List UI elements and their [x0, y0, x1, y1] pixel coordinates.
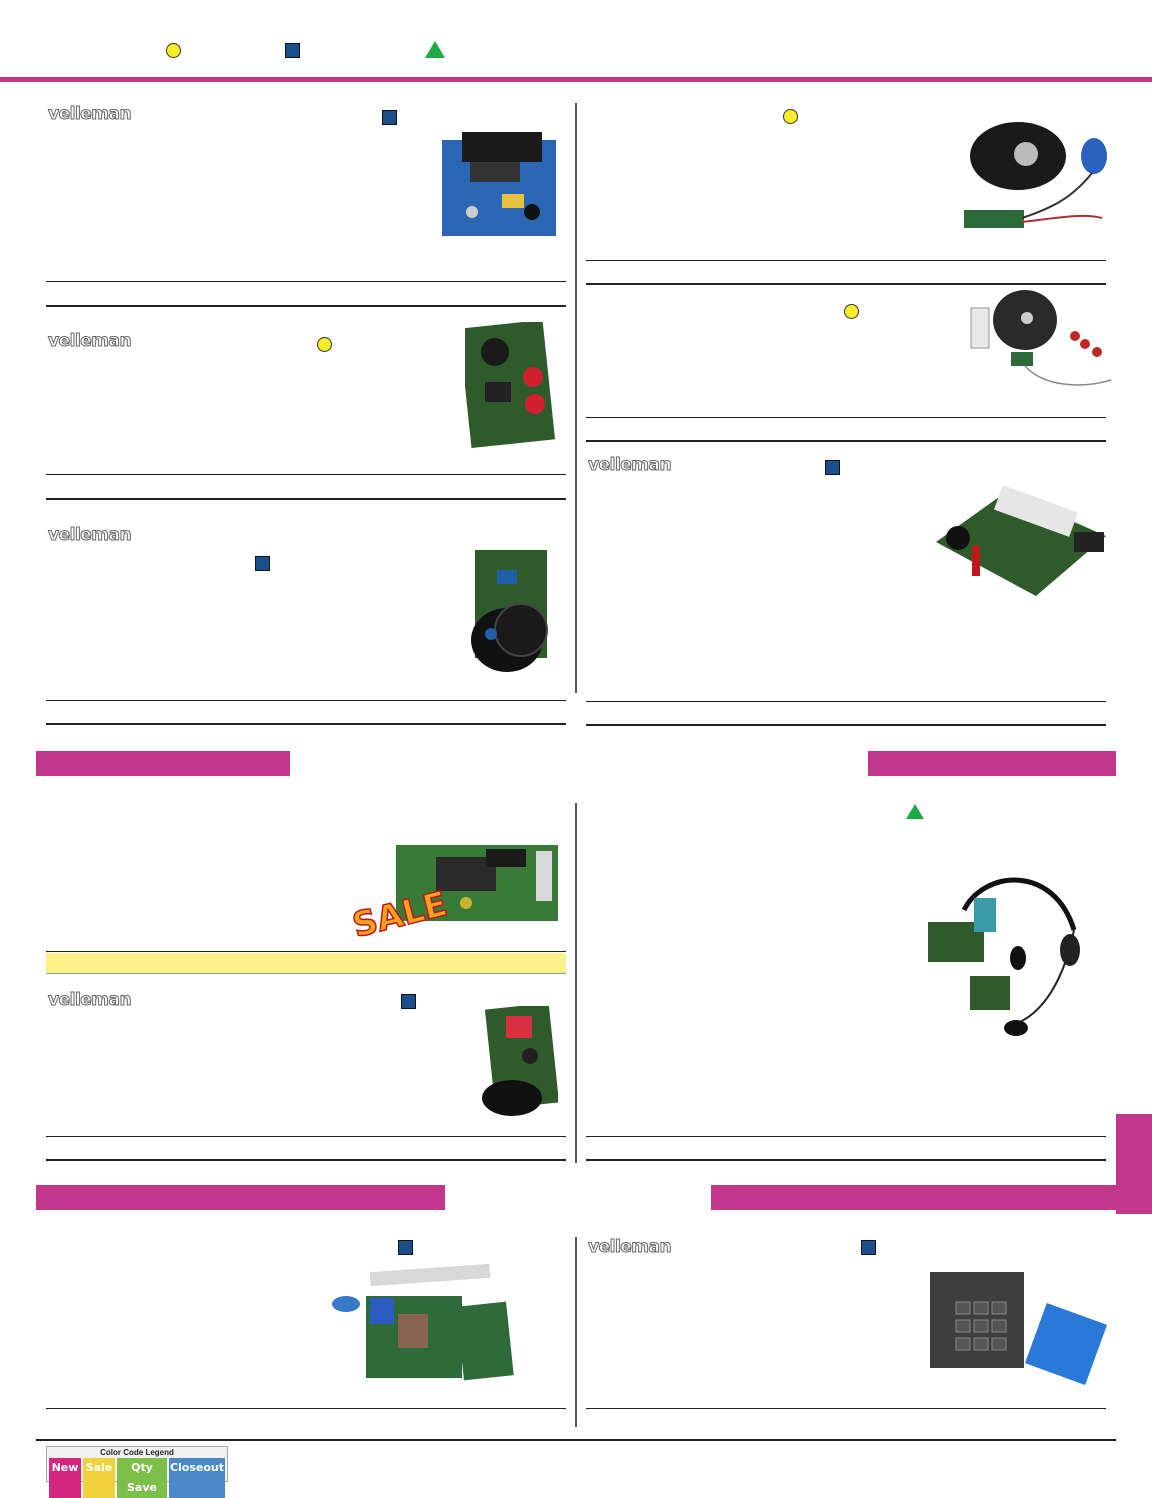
- divider: [586, 701, 1106, 702]
- divider: [586, 1408, 1106, 1409]
- product-image-headset-kit: [928, 877, 1080, 1036]
- square-marker: [255, 556, 270, 571]
- section-header-bar: [711, 1185, 1116, 1210]
- divider: [586, 724, 1106, 726]
- legend-closeout: Closeout: [169, 1458, 225, 1498]
- product-image-buzzer-board: [471, 550, 548, 672]
- product-image-circuit-board: [465, 322, 556, 449]
- page-edge-tab: [1116, 1114, 1152, 1214]
- product-image-speaker-kit: [964, 122, 1107, 228]
- divider: [46, 281, 566, 282]
- square-marker: [285, 43, 300, 58]
- sale-badge: SALE: [348, 883, 452, 946]
- legend-row: New Sale Qty Save Closeout: [47, 1458, 227, 1498]
- circle-marker: [844, 304, 859, 319]
- product-image-speaker-kit: [970, 290, 1112, 386]
- section-header-bar: [36, 1185, 445, 1210]
- color-code-legend: Color Code Legend New Sale Qty Save Clos…: [46, 1446, 228, 1498]
- highlight-row: [46, 953, 566, 974]
- column-divider: [575, 1237, 577, 1427]
- triangle-marker: [906, 804, 924, 819]
- velleman-logo: velleman: [47, 990, 132, 1011]
- divider: [586, 283, 1106, 285]
- divider: [586, 260, 1106, 261]
- velleman-logo: velleman: [47, 525, 132, 546]
- divider: [586, 417, 1106, 418]
- velleman-logo: velleman: [587, 455, 672, 476]
- divider: [46, 951, 566, 952]
- legend-title: Color Code Legend: [100, 1448, 174, 1457]
- velleman-logo: velleman: [47, 104, 132, 125]
- velleman-logo: velleman: [587, 1237, 672, 1258]
- product-image-code-lock-kit: [332, 1264, 514, 1381]
- square-marker: [401, 994, 416, 1009]
- divider: [586, 1136, 1106, 1137]
- divider: [46, 498, 566, 500]
- top-rule: [0, 77, 1152, 82]
- circle-marker: [317, 337, 332, 352]
- velleman-logo: velleman: [47, 331, 132, 352]
- product-image-amplifier-board: [936, 486, 1106, 596]
- section-header-bar: [868, 751, 1116, 776]
- product-image-controller-board: [396, 845, 558, 921]
- divider: [586, 1159, 1106, 1161]
- divider: [46, 723, 566, 725]
- square-marker: [382, 110, 397, 125]
- circle-marker: [783, 109, 798, 124]
- legend-qty-save: Qty Save: [117, 1458, 167, 1498]
- triangle-marker: [425, 41, 445, 58]
- product-image-circuit-board: [442, 132, 556, 236]
- circle-marker: [166, 43, 181, 58]
- divider: [46, 700, 566, 701]
- divider: [586, 440, 1106, 442]
- legend-sale: Sale: [83, 1458, 115, 1498]
- square-marker: [861, 1240, 876, 1255]
- column-divider: [575, 803, 577, 1163]
- legend-new: New: [49, 1458, 81, 1498]
- divider: [46, 1136, 566, 1137]
- divider: [46, 1159, 566, 1161]
- divider: [46, 305, 566, 307]
- divider: [46, 1408, 566, 1409]
- section-header-bar: [36, 751, 290, 776]
- product-image-relay-board: [482, 1006, 558, 1116]
- bottom-rule: [36, 1439, 1116, 1441]
- product-image-keypad-lock: [930, 1272, 1108, 1386]
- divider: [46, 474, 566, 475]
- square-marker: [398, 1240, 413, 1255]
- square-marker: [825, 460, 840, 475]
- column-divider: [575, 103, 577, 693]
